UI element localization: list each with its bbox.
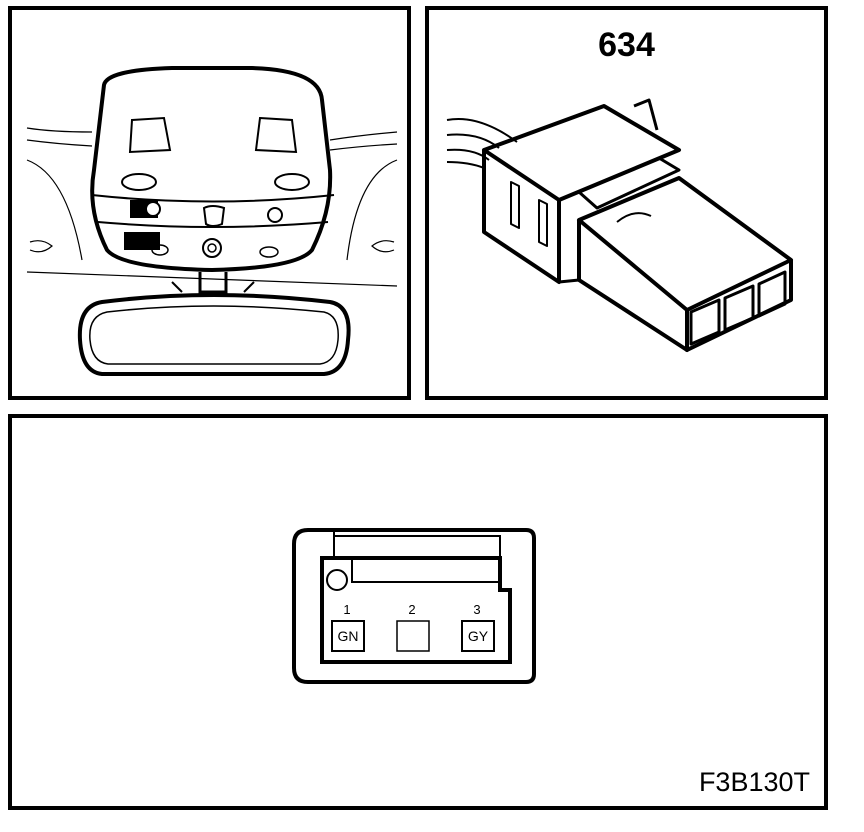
- connector-face-diagram: 1 GN 2 3 GY: [292, 528, 536, 684]
- connector-number: 634: [598, 26, 655, 64]
- pin-cavity: [461, 620, 495, 652]
- pin-cavity: [331, 620, 365, 652]
- connector-panel: 634: [425, 6, 828, 400]
- pin-2: 2: [396, 602, 430, 652]
- overhead-console-illustration: [26, 66, 398, 376]
- location-panel: [8, 6, 411, 400]
- pin-number: 1: [343, 602, 350, 617]
- pin-3: 3 GY: [461, 602, 495, 652]
- pin-number: 3: [473, 602, 480, 617]
- wire-color: GY: [468, 628, 489, 644]
- pin-cavity: [396, 620, 430, 652]
- connector-illustration: [446, 98, 793, 352]
- pinout-panel: 1 GN 2 3 GY F3B130T: [8, 414, 828, 810]
- figure-code: F3B130T: [698, 767, 810, 797]
- pin-1: 1 GN: [331, 602, 365, 652]
- pin-number: 2: [408, 602, 415, 617]
- wire-color: GN: [338, 628, 359, 644]
